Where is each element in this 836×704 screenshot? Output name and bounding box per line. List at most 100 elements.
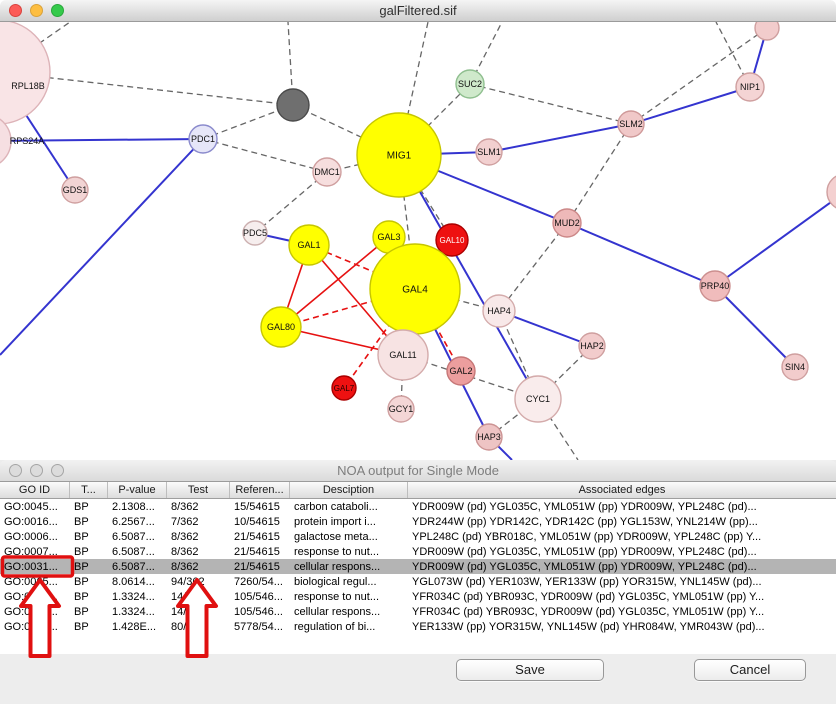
column-header-3[interactable]: Test [167,482,230,498]
cell-associated-edges: YDR009W (pd) YGL035C, YML051W (pp) YDR00… [412,545,757,558]
node-GRAY1[interactable] [276,88,310,122]
cell-p-value: 1.428E... [112,620,157,633]
node-GAL11[interactable] [377,329,429,381]
edge-MUD2-PRP40[interactable] [566,222,716,287]
network-graph[interactable]: RPL18BRPS24AGDS1PDC1DMC1MIG1SUC2SLM1SLM2… [0,22,836,460]
cell-associated-edges: YDR009W (pd) YGL035C, YML051W (pp) YDR00… [412,500,757,513]
edge-PDC1-x[interactable] [0,138,204,356]
edge-PRP40-MSR[interactable] [714,192,836,287]
edge-SLM2-MUD2[interactable] [566,123,632,224]
cell-reference: 21/54615 [234,560,280,573]
column-header-1[interactable]: T... [70,482,108,498]
cell-description: protein import i... [294,515,376,528]
node-GCY1[interactable] [387,395,415,423]
cancel-button[interactable]: Cancel [694,659,806,681]
node-GAL2[interactable] [446,356,476,386]
node-SLM1[interactable] [475,138,503,166]
edge-MIG1-CYC1[interactable] [398,154,539,400]
cell-type: BP [74,575,89,588]
node-GAL1[interactable] [288,224,330,266]
cell-description: galactose meta... [294,530,378,543]
close-button[interactable] [9,4,22,17]
node-SIN4[interactable] [781,353,809,381]
edge-MUD2-HAP4[interactable] [498,222,568,312]
node-GAL4[interactable] [369,243,461,335]
node-GDS1[interactable] [61,176,89,204]
node-GAL80[interactable] [260,306,302,348]
cell-test: 94/362 [171,575,205,588]
close-button[interactable] [9,464,22,477]
node-RPS24A[interactable] [0,114,12,168]
cell-go-id: GO:0065... [4,575,58,588]
edge-PDC1-DMC1[interactable] [202,138,328,173]
cell-associated-edges: YFR034C (pd) YBR093C, YDR009W (pd) YGL03… [412,605,765,618]
cell-go-id: GO:0009... [4,590,58,603]
minimize-button[interactable] [30,4,43,17]
node-RPL18B[interactable] [0,22,51,125]
cell-description: response to nut... [294,545,379,558]
node-HAP2[interactable] [578,332,606,360]
cell-test: 7/362 [171,515,199,528]
window-titlebar[interactable]: NOA output for Single Mode [0,460,836,482]
column-header-0[interactable]: GO ID [0,482,70,498]
node-PDC1[interactable] [188,124,218,154]
minimize-button[interactable] [30,464,43,477]
node-SUC2[interactable] [455,69,485,99]
column-header-2[interactable]: P-value [108,482,167,498]
cell-go-id: GO:0031... [4,560,58,573]
node-DMC1[interactable] [312,157,342,187]
cell-test: 8/362 [171,500,199,513]
zoom-button[interactable] [51,464,64,477]
window-title: galFiltered.sif [379,3,457,18]
cell-test: 14/362 [171,605,205,618]
node-MUD2[interactable] [552,208,582,238]
cell-associated-edges: YER133W (pp) YOR315W, YNL145W (pd) YHR08… [412,620,765,633]
node-PDC5[interactable] [242,220,268,246]
zoom-button[interactable] [51,4,64,17]
edge-SLM1-SLM2[interactable] [488,123,632,153]
node-PRP40[interactable] [699,270,731,302]
node-GAL7[interactable] [331,375,357,401]
edge-RPS24A-PDC1[interactable] [0,138,204,142]
cell-test: 8/362 [171,560,199,573]
cell-type: BP [74,530,89,543]
node-NIP1[interactable] [735,72,765,102]
cell-description: biological regul... [294,575,377,588]
column-header-6[interactable]: Associated edges [578,484,666,496]
node-MSR[interactable] [826,174,836,210]
edge-PRP40-SIN4[interactable] [714,285,796,368]
edge-SLM2-TR1[interactable] [630,27,768,125]
node-TR1[interactable] [754,22,780,41]
node-CYC1[interactable] [514,375,562,423]
edge-DMC1-PDC5[interactable] [254,171,328,234]
save-button[interactable]: Save [456,659,604,681]
node-GAL10[interactable] [435,223,469,257]
node-HAP3[interactable] [475,423,503,451]
window-controls [9,4,64,17]
edge-MIG1-SUC2[interactable] [398,83,471,156]
cell-reference: 21/54615 [234,530,280,543]
node-MIG1[interactable] [356,112,442,198]
cell-type: BP [74,545,89,558]
edge-SLM2-NIP1[interactable] [630,86,751,125]
column-header-5[interactable]: Desciption [290,482,408,498]
node-HAP4[interactable] [482,294,516,328]
edge-SUC2-SLM2[interactable] [469,83,632,125]
node-SLM2[interactable] [617,110,645,138]
cell-type: BP [74,605,89,618]
edge-GAL80-GAL3[interactable] [280,236,390,328]
column-header-4[interactable]: Referen... [230,482,290,498]
window-titlebar[interactable]: galFiltered.sif [0,0,836,22]
